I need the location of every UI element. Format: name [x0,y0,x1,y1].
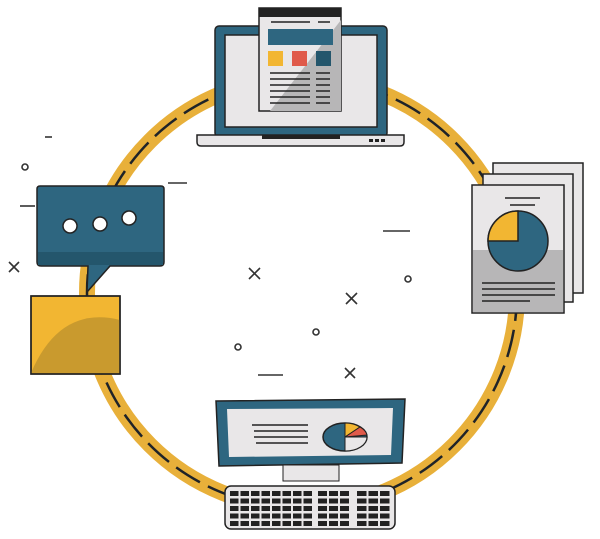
keyboard-key [272,521,281,526]
laptop-icon [196,7,405,147]
keyboard-key [380,491,390,496]
keyboard-key [272,506,281,511]
keyboard-keys [230,491,390,526]
keyboard-key [303,498,312,504]
keyboard-key [357,521,367,526]
keyboard-key [293,491,302,496]
keyboard-key [261,506,270,511]
keyboard-key [272,498,281,504]
keyboard-key [318,513,327,519]
keyboard-key [230,513,239,519]
decorative-marks [8,136,412,379]
keyboard-key [340,491,349,496]
keyboard-key [251,491,260,496]
keyboard-key [240,513,249,519]
keyboard-key [318,521,327,526]
keyboard-key [251,513,260,519]
keyboard-key [340,506,349,511]
keyboard-key [340,521,349,526]
keyboard-key [240,506,249,511]
folder-icon [30,295,121,375]
keyboard-key [329,491,338,496]
keyboard-key [368,521,378,526]
keyboard-key [240,521,249,526]
keyboard-key [340,513,349,519]
keyboard-key [357,498,367,504]
keyboard-key [380,506,390,511]
keyboard-key [230,506,239,511]
keyboard-key [357,506,367,511]
keyboard-key [261,491,270,496]
keyboard-key [357,513,367,519]
keyboard-key [293,498,302,504]
chat-bubble-icon [36,185,165,295]
keyboard-key [368,498,378,504]
keyboard-key [282,513,291,519]
keyboard-key [380,498,390,504]
keyboard-key [230,491,239,496]
keyboard-key [340,498,349,504]
keyboard-key [380,513,390,519]
keyboard-key [303,521,312,526]
keyboard-key [293,506,302,511]
keyboard-key [318,498,327,504]
keyboard-key [282,506,291,511]
keyboard-key [282,498,291,504]
keyboard-key [329,498,338,504]
keyboard-key [261,513,270,519]
keyboard-key [329,513,338,519]
keyboard-key [251,521,260,526]
keyboard-key [368,506,378,511]
keyboard-key [230,521,239,526]
desktop-computer-icon [215,398,406,530]
keyboard-key [357,491,367,496]
keyboard-key [272,513,281,519]
keyboard-key [251,506,260,511]
keyboard-key [230,498,239,504]
keyboard-key [380,521,390,526]
keyboard-key [261,521,270,526]
keyboard-key [329,521,338,526]
keyboard-key [329,506,338,511]
keyboard-key [240,491,249,496]
keyboard-key [240,498,249,504]
keyboard-key [282,491,291,496]
keyboard-key [303,513,312,519]
keyboard-key [282,521,291,526]
keyboard-key [251,498,260,504]
keyboard-key [272,491,281,496]
keyboard-key [368,491,378,496]
document-chart-icon [471,162,584,314]
keyboard-key [293,513,302,519]
keyboard-key [368,513,378,519]
keyboard-key [293,521,302,526]
keyboard-key [318,491,327,496]
keyboard-key [261,498,270,504]
keyboard-key [303,491,312,496]
keyboard-key [318,506,327,511]
keyboard-key [303,506,312,511]
